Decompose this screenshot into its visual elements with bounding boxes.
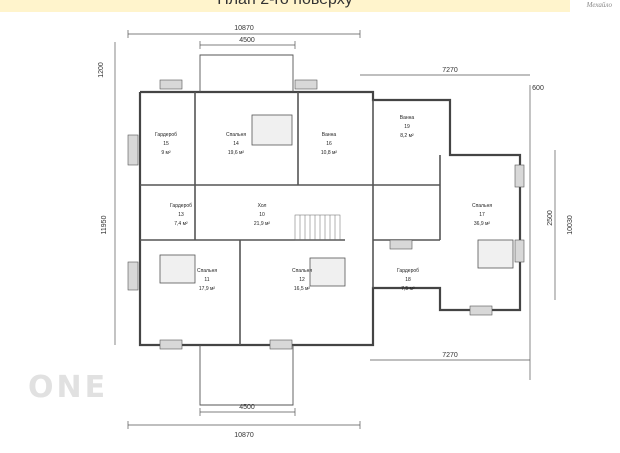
staircase <box>294 214 341 241</box>
room-17-area: 36,9 м² <box>474 221 491 227</box>
room-13-name: Гардероб <box>170 203 192 209</box>
room-10-num: 10 <box>259 212 265 218</box>
windows <box>127 79 525 350</box>
room-14-area: 19,6 м² <box>228 150 245 156</box>
room-15-name: Гардероб <box>155 132 177 138</box>
room-19-name: Ванна <box>400 115 415 121</box>
room-16-area: 10,8 м² <box>321 150 338 156</box>
room-10-name: Хол <box>258 203 267 209</box>
dim-bottom-right: 7270 <box>442 352 458 359</box>
room-19-num: 19 <box>404 124 410 130</box>
room-14-name: Спальня <box>226 132 246 138</box>
room-14-num: 14 <box>233 141 239 147</box>
dim-right-top: 7270 <box>442 67 458 74</box>
room-18-num: 18 <box>405 277 411 283</box>
room-19-area: 8,2 м² <box>400 133 414 139</box>
room-13-area: 7,4 м² <box>174 221 188 227</box>
room-11-num: 11 <box>204 277 209 283</box>
room-12-num: 12 <box>299 277 305 283</box>
dim-right-total: 10030 <box>567 215 574 235</box>
dim-bottom-total: 10870 <box>234 432 254 439</box>
room-17-name: Спальня <box>472 203 492 209</box>
room-11-area: 17,9 м² <box>199 286 216 292</box>
dim-top-total: 10870 <box>234 25 254 32</box>
furniture-beds <box>159 114 514 287</box>
dim-bottom-inner: 4500 <box>239 404 255 411</box>
room-17-num: 17 <box>479 212 485 218</box>
room-18-area: 7,5 м² <box>401 286 415 292</box>
dim-top-inner: 4500 <box>239 37 255 44</box>
room-18-name: Гардероб <box>397 268 419 274</box>
plan-title: План 2-го поверху <box>0 0 570 9</box>
room-12-name: Спальня <box>292 268 312 274</box>
room-13-num: 13 <box>178 212 184 218</box>
watermark-logo: ONE <box>28 370 109 405</box>
room-10-area: 21,9 м² <box>254 221 271 227</box>
dim-right-mid: 2500 <box>547 210 554 226</box>
room-12-area: 16,5 м² <box>294 286 311 292</box>
dim-left-total: 11950 <box>101 215 108 234</box>
room-16-num: 16 <box>326 141 332 147</box>
room-15-area: 9 м² <box>161 150 171 156</box>
title-band: План 2-го поверху <box>0 0 570 12</box>
balconies <box>199 54 294 406</box>
dim-left-small: 1200 <box>98 62 105 78</box>
room-11-name: Спальня <box>197 268 217 274</box>
author-signature: Мехайло <box>586 1 612 9</box>
room-15-num: 15 <box>163 141 169 147</box>
room-16-name: Ванна <box>322 132 337 138</box>
dim-right-small: 600 <box>532 85 544 92</box>
